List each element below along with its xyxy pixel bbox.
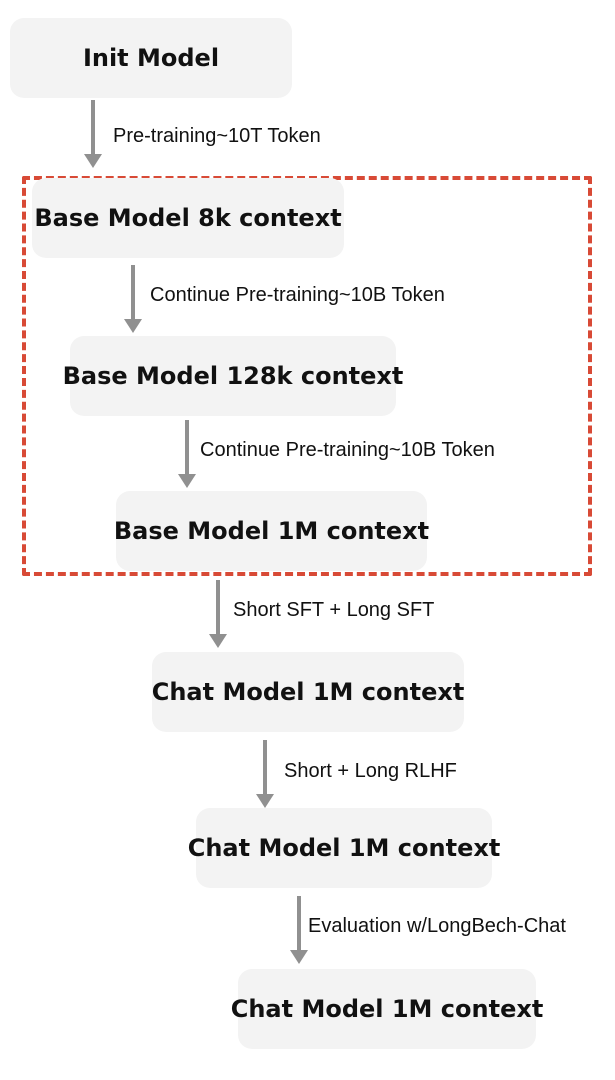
node-chat-model-1m-rlhf: Chat Model 1M context	[188, 808, 500, 888]
node-label: Chat Model 1M context	[151, 678, 465, 706]
edge-label-evaluation: Evaluation w/LongBech-Chat	[308, 915, 566, 937]
node-base-model-1m: Base Model 1M context	[113, 491, 430, 571]
node-base-model-128k: Base Model 128k context	[63, 336, 403, 416]
edge-label-rlhf: Short + Long RLHF	[284, 760, 457, 782]
node-chat-model-1m-sft: Chat Model 1M context	[152, 652, 464, 732]
edge-label-pretraining: Pre-training~10T Token	[113, 125, 321, 147]
node-chat-model-1m-eval: Chat Model 1M context	[231, 969, 543, 1049]
arrow-edge-1	[118, 265, 148, 333]
arrow-edge-0	[78, 100, 108, 168]
node-label: Chat Model 1M context	[230, 995, 544, 1023]
arrow-edge-2	[172, 420, 202, 488]
node-label: Base Model 1M context	[113, 517, 430, 545]
arrow-edge-4	[250, 740, 280, 808]
node-label: Base Model 8k context	[34, 204, 342, 232]
edge-label-continue-pretraining-1: Continue Pre-training~10B Token	[150, 284, 445, 306]
node-label: Init Model	[82, 44, 220, 72]
node-base-model-8k: Base Model 8k context	[32, 178, 344, 258]
arrow-edge-3	[203, 580, 233, 648]
node-label: Base Model 128k context	[62, 362, 404, 390]
node-init-model: Init Model	[10, 18, 292, 98]
node-label: Chat Model 1M context	[187, 834, 501, 862]
edge-label-sft: Short SFT + Long SFT	[233, 599, 435, 621]
arrow-edge-5	[284, 896, 314, 964]
edge-label-continue-pretraining-2: Continue Pre-training~10B Token	[200, 439, 495, 461]
